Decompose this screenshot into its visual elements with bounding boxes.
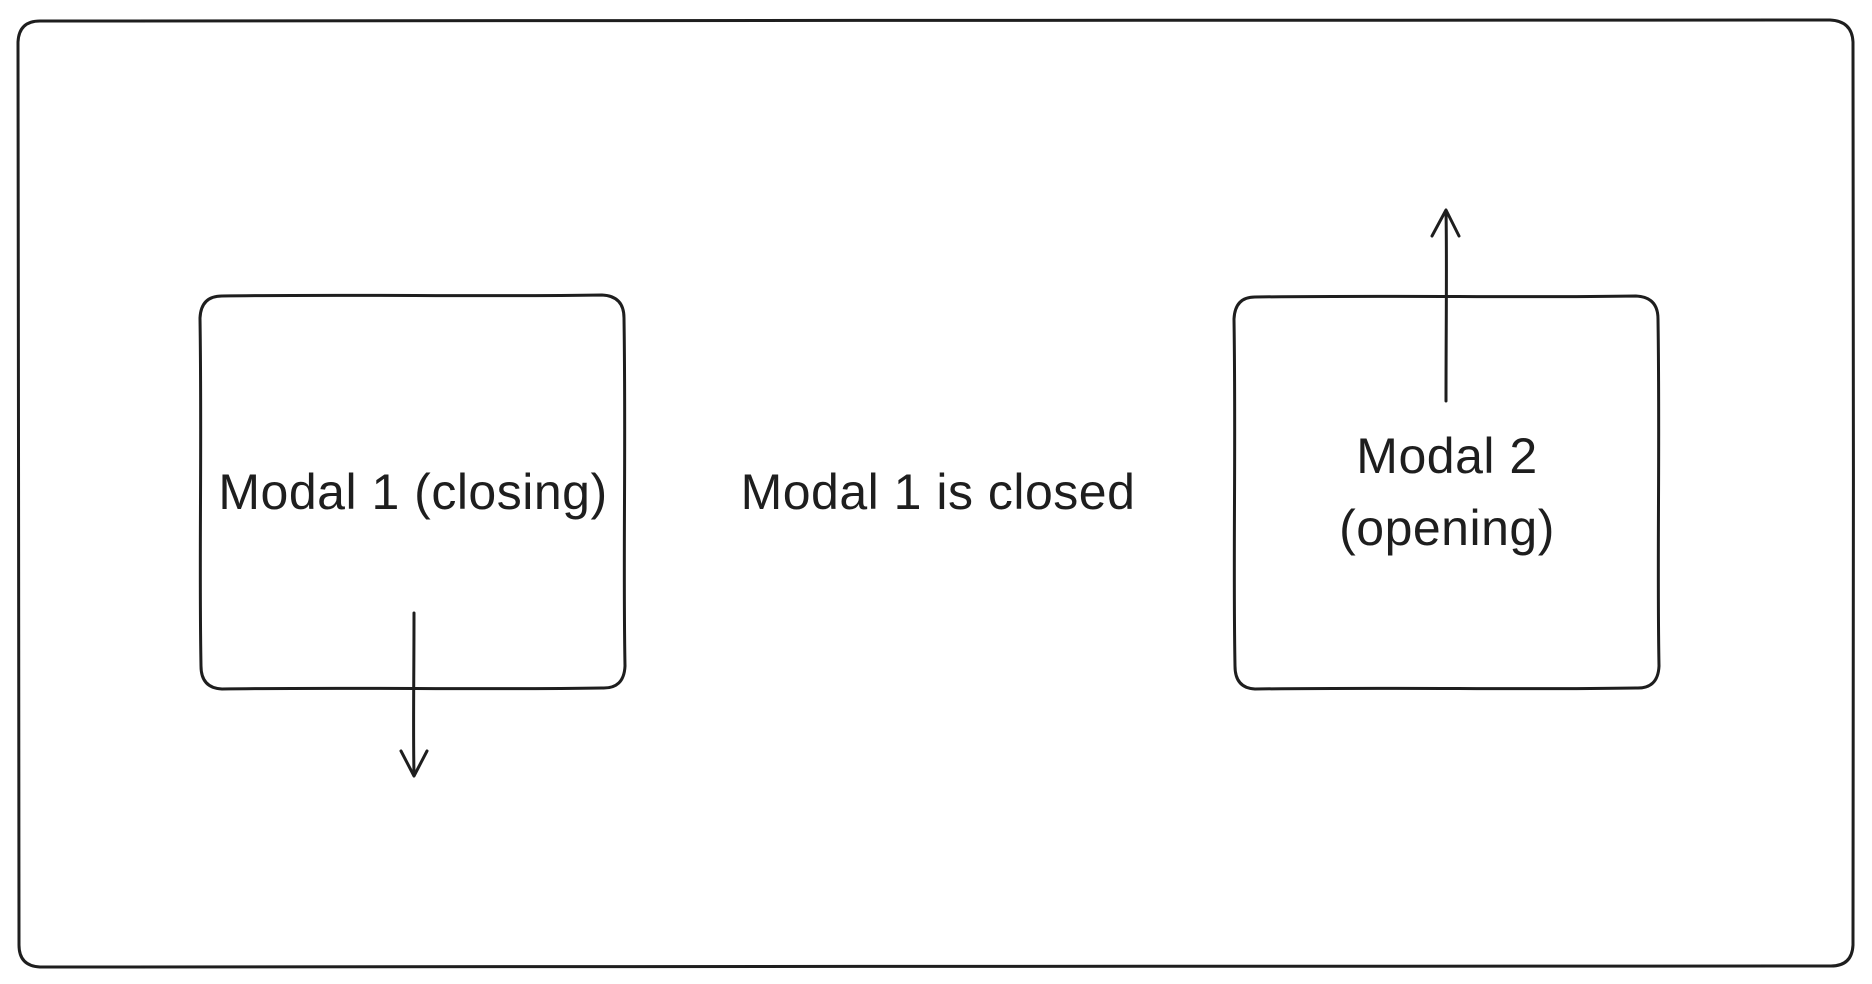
transition-label: Modal 1 is closed [740,464,1136,520]
arrow-up-icon [1430,208,1461,403]
arrow-down-icon [399,611,429,778]
modal-2-box [1232,294,1661,691]
modal-2-label-line-1: Modal 2 [1356,428,1538,484]
modal-1-label: Modal 1 (closing) [218,464,608,520]
modal-2-label: Modal 2 (opening) [1280,420,1614,564]
outer-frame [16,18,1856,969]
modal-1-box [198,293,627,691]
modal-2-label-line-2: (opening) [1339,500,1555,556]
